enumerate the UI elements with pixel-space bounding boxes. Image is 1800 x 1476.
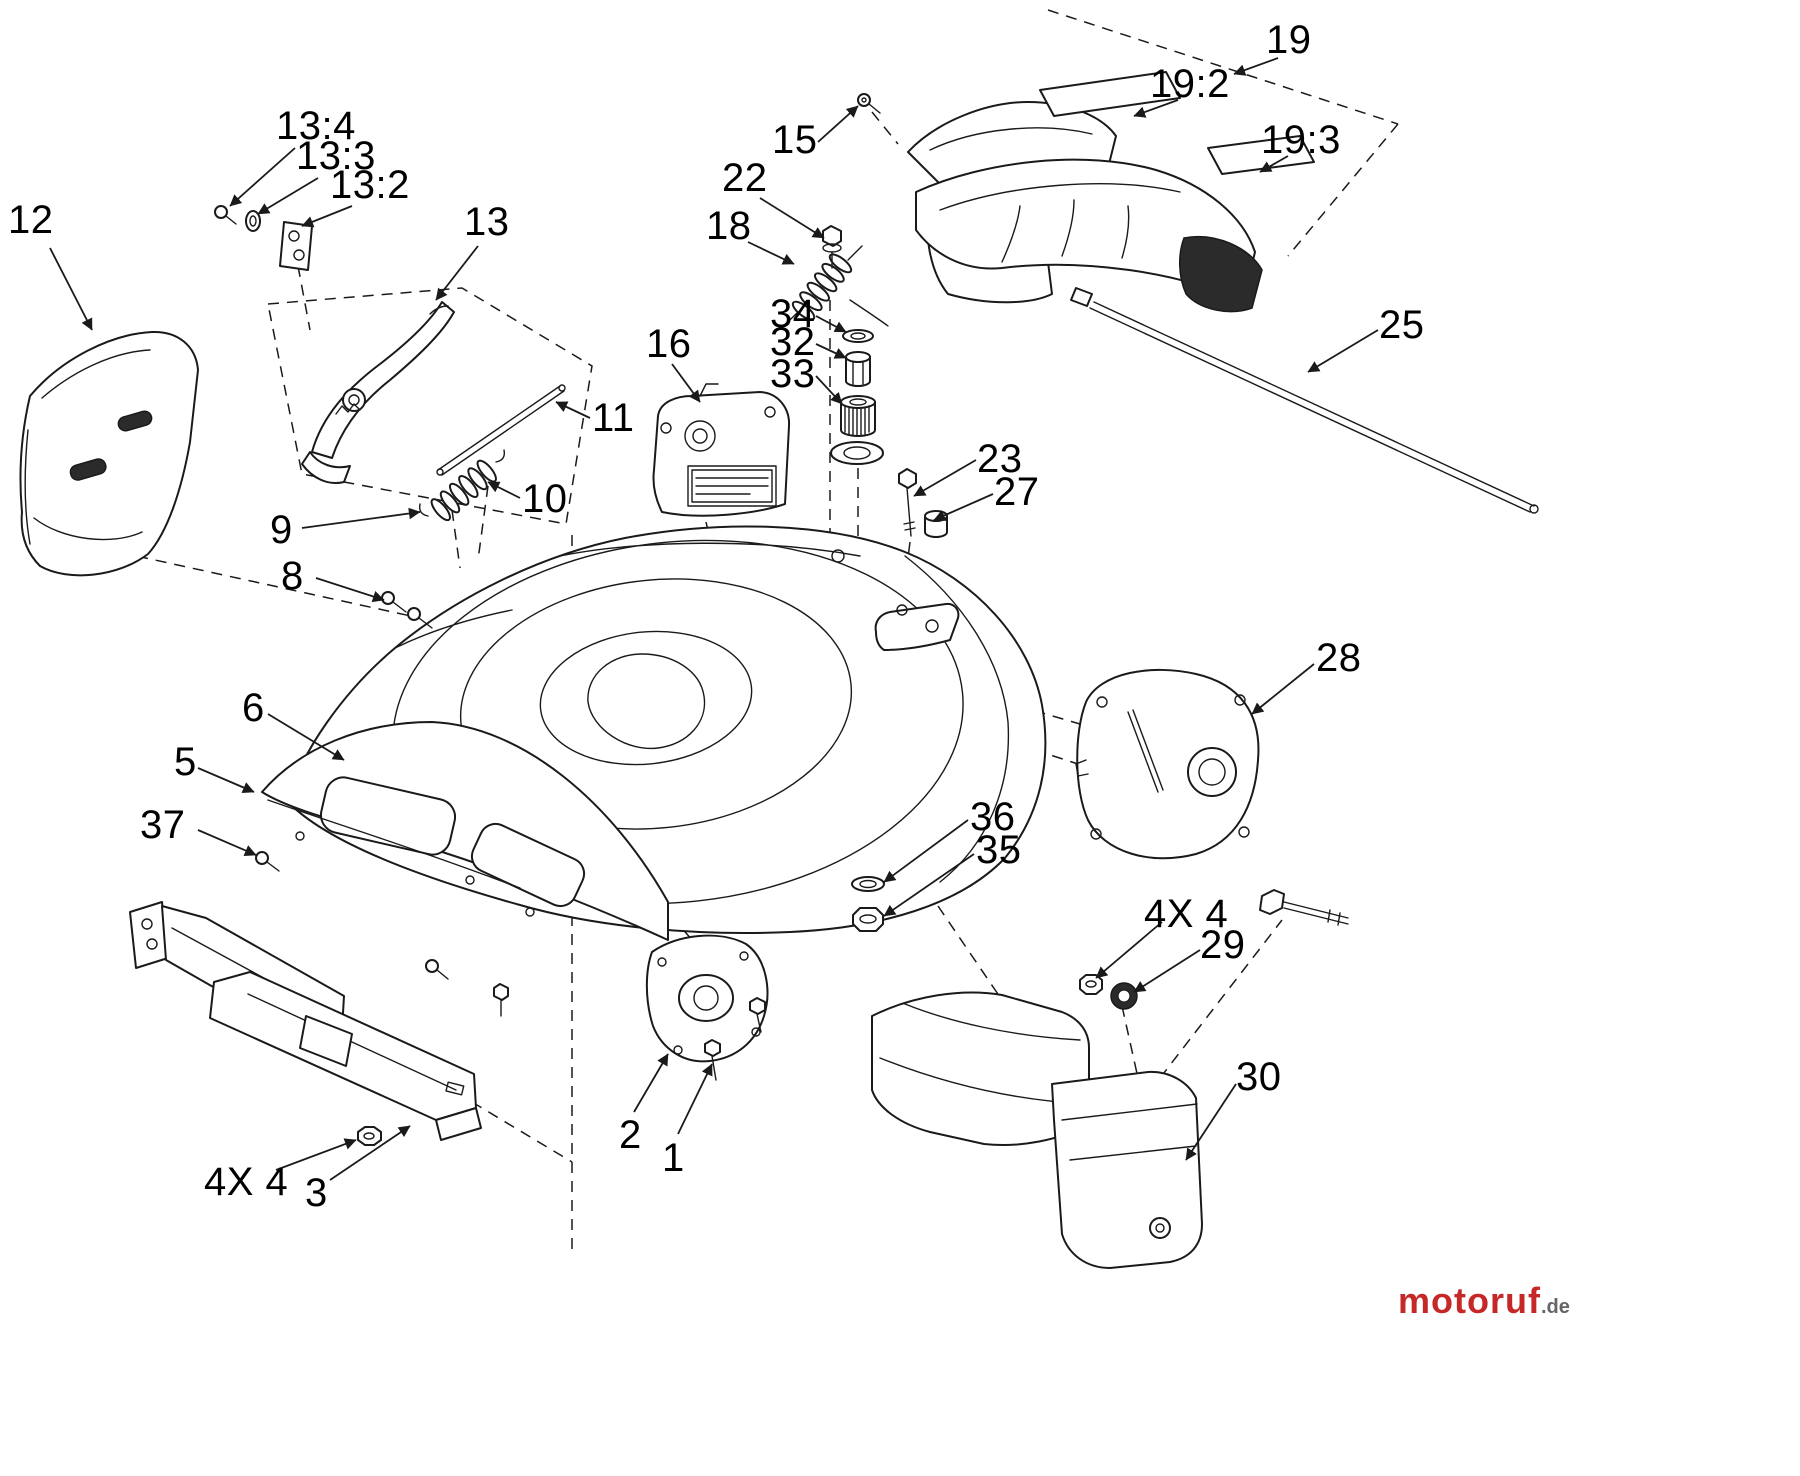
part-2-side-plate — [645, 934, 769, 1063]
part-16-bracket-plate — [652, 383, 791, 517]
callout-27: 27 — [994, 470, 1040, 514]
callout-2: 2 — [619, 1113, 642, 1157]
part-18-spring — [777, 245, 889, 331]
part-28-gear-cover — [1075, 668, 1260, 860]
callout-19-2: 19:2 — [1150, 62, 1230, 106]
callout-32: 32 — [770, 320, 816, 364]
callout-23: 23 — [977, 437, 1023, 481]
callout-3: 3 — [305, 1171, 328, 1215]
part-11-rod — [436, 384, 566, 476]
callout-13-3: 13:3 — [296, 134, 376, 178]
part-19-2-decal — [1039, 71, 1181, 117]
part-3-support-bracket — [129, 901, 482, 1146]
callout-13-4: 13:4 — [276, 104, 356, 148]
part-29-washer — [1110, 982, 1138, 1010]
part-23-bolt — [898, 468, 917, 537]
part-19-rear-cover-assembly — [907, 101, 1263, 313]
callout-34: 34 — [770, 292, 816, 336]
callout-4x4-right: 4X 4 — [1144, 892, 1229, 936]
callout-13-2: 13:2 — [330, 163, 410, 207]
callout-29: 29 — [1200, 923, 1246, 967]
callout-5: 5 — [174, 740, 197, 784]
watermark-brand: motoruf — [1398, 1280, 1541, 1321]
part-13-brake-lever — [301, 301, 455, 484]
callout-33: 33 — [770, 352, 816, 396]
callout-19-3: 19:3 — [1261, 118, 1341, 162]
callout-22: 22 — [722, 156, 768, 200]
part-8-screws — [381, 591, 433, 629]
part-13-mount-hardware — [214, 205, 313, 271]
part-mount-bolt — [1259, 889, 1349, 926]
part-37-screw — [255, 851, 280, 872]
callout-13: 13 — [464, 200, 510, 244]
part-25-control-rod — [1070, 287, 1539, 514]
callout-8: 8 — [281, 554, 304, 598]
part-30-rear-housing — [871, 991, 1203, 1269]
callout-25: 25 — [1379, 303, 1425, 347]
callout-35: 35 — [976, 828, 1022, 872]
callout-18: 18 — [706, 204, 752, 248]
part-deck-fasteners — [425, 959, 509, 1017]
callout-19: 19 — [1266, 18, 1312, 62]
callout-1: 1 — [662, 1136, 685, 1180]
part-19-3-decal — [1207, 135, 1315, 175]
callout-10: 10 — [522, 477, 568, 521]
part-4x4-nut-right — [1079, 974, 1103, 995]
part-22-bolt — [822, 225, 842, 269]
part-35-nut — [852, 907, 884, 932]
callout-36: 36 — [970, 795, 1016, 839]
callout-30: 30 — [1236, 1055, 1282, 1099]
callout-15: 15 — [772, 118, 818, 162]
callout-6: 6 — [242, 686, 265, 730]
callout-9: 9 — [270, 508, 293, 552]
part-36-washer — [851, 876, 885, 892]
part-15-screw — [857, 93, 881, 114]
callout-11: 11 — [592, 396, 635, 440]
part-1-bolt — [704, 997, 766, 1081]
callout-16: 16 — [646, 322, 692, 366]
part-34-washer — [842, 329, 874, 343]
part-33-pinion-gear — [830, 395, 884, 465]
callout-28: 28 — [1316, 636, 1362, 680]
callout-4x4-left: 4X 4 — [204, 1160, 289, 1204]
callout-37: 37 — [140, 803, 186, 847]
watermark-tld: .de — [1540, 1296, 1570, 1318]
part-5-6-front-skirt — [261, 721, 669, 941]
watermark: motoruf.de — [1398, 1280, 1570, 1322]
callout-12: 12 — [8, 198, 54, 242]
part-12-side-deflector — [19, 330, 199, 577]
leader-lines — [49, 57, 1379, 1181]
part-10-spring — [418, 449, 506, 522]
part-32-bushing — [845, 351, 871, 387]
